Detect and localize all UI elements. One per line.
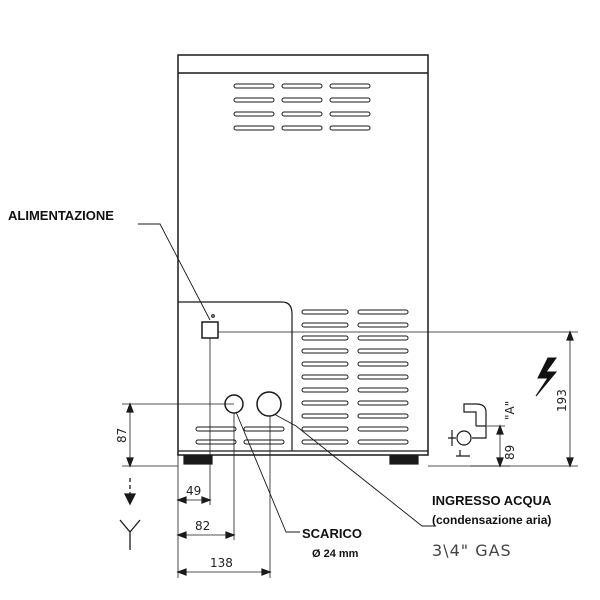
power-socket-dot <box>211 314 215 318</box>
dim-label-49: 49 <box>186 484 201 498</box>
drain-label: SCARICO <box>302 526 362 541</box>
dim-label-193: 193 <box>555 389 569 412</box>
dim-label-82: 82 <box>195 519 210 533</box>
cabinet-outline <box>177 54 429 456</box>
cabinet-foot-right <box>389 455 419 465</box>
leader-drain <box>235 411 300 533</box>
fitting-marker-label: "A" <box>503 401 517 420</box>
leader-water-inlet <box>273 413 436 527</box>
cabinet-foot-left <box>183 455 213 465</box>
power-supply-label: ALIMENTAZIONE <box>8 208 114 223</box>
water-inlet-note: (condensazione aria) <box>432 513 551 527</box>
lower-vent-grille <box>301 309 409 445</box>
dim-label-138: 138 <box>210 556 233 570</box>
bottom-left-vent-grille <box>195 426 285 445</box>
lightning-bolt-icon <box>535 357 558 397</box>
water-inlet-port <box>256 391 282 417</box>
drain-diameter-label: Ø 24 mm <box>312 548 359 560</box>
water-inlet-label: INGRESSO ACQUA <box>432 493 552 508</box>
leader-power-supply <box>138 223 211 321</box>
dim-label-87: 87 <box>115 428 129 443</box>
gas-fitting-label: 3\4" GAS <box>432 541 512 560</box>
power-socket <box>201 321 219 339</box>
water-tap-icon <box>448 403 487 457</box>
top-vent-grille <box>233 83 371 131</box>
drain-arrow-icon <box>119 478 141 550</box>
dim-label-89: 89 <box>503 445 517 460</box>
lower-panel-outline <box>178 301 293 451</box>
